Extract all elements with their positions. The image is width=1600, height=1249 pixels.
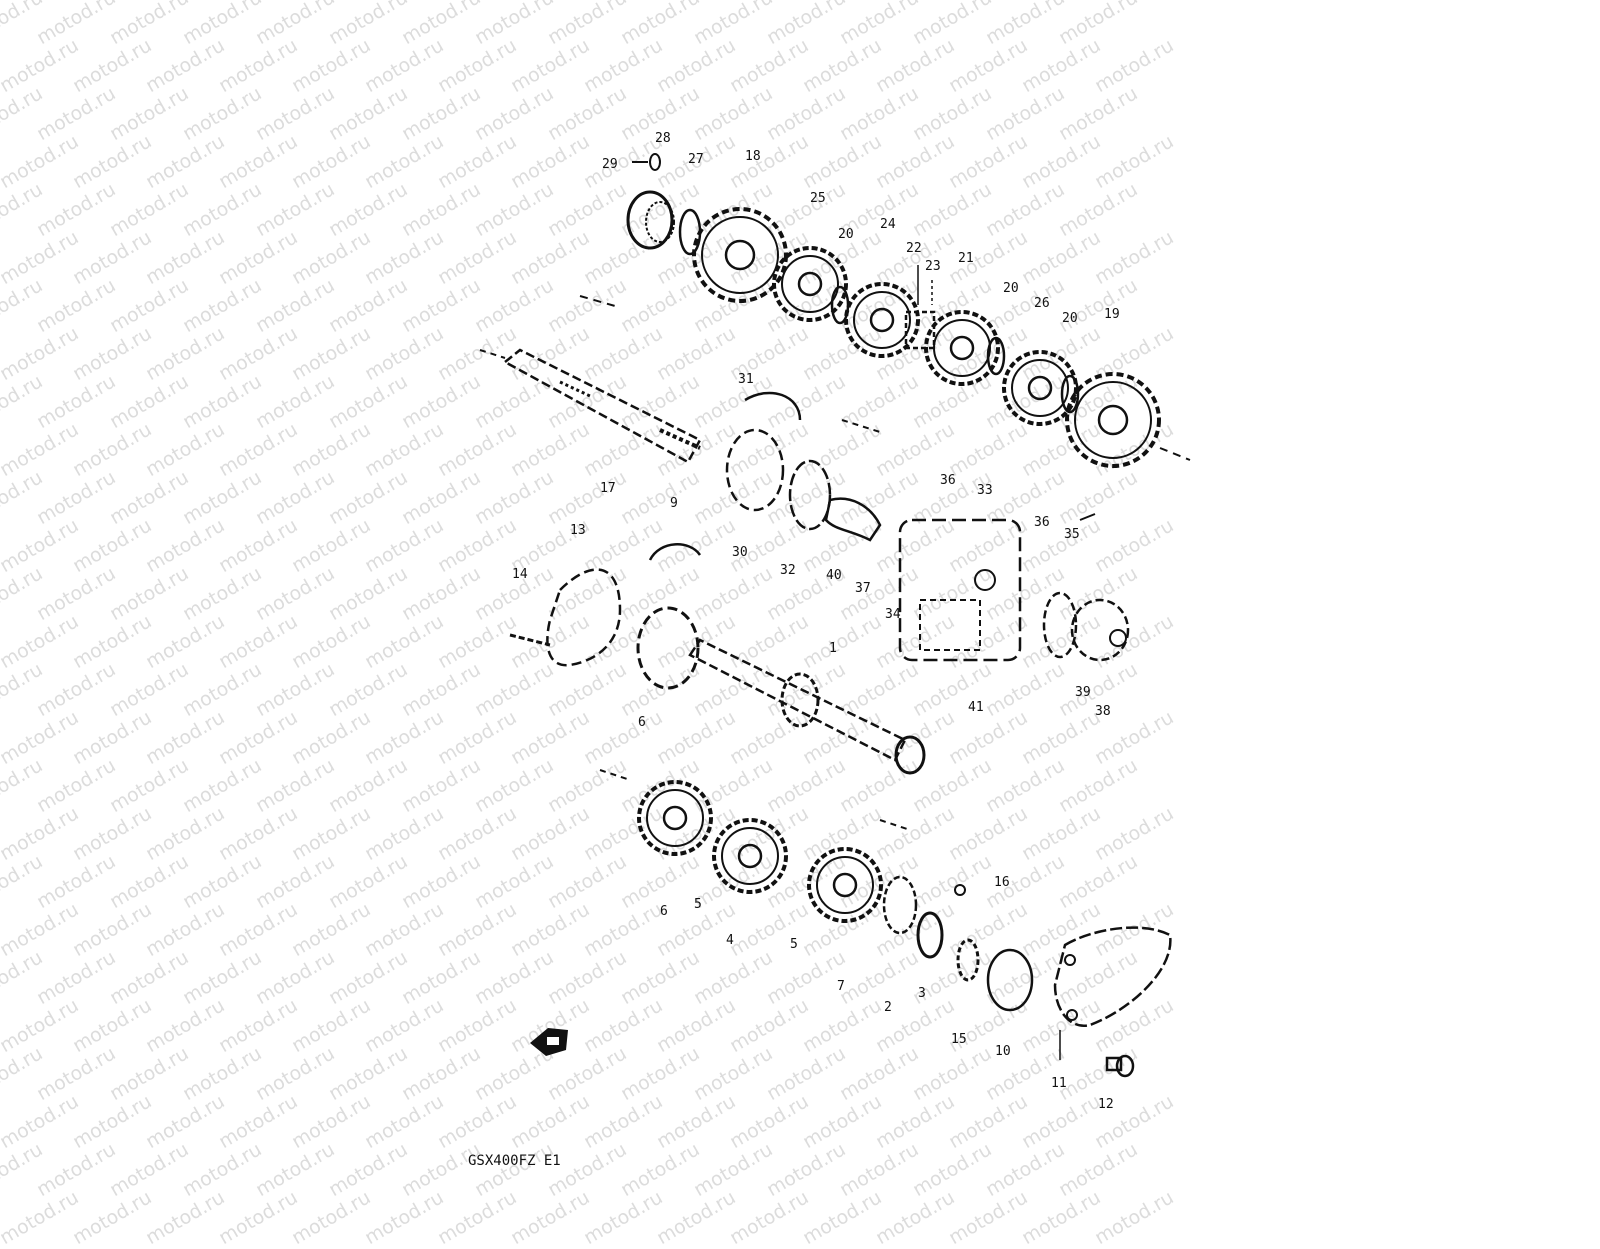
callout-35: 35 <box>1064 527 1080 542</box>
gear-26 <box>1002 350 1078 426</box>
callout-6a: 6 <box>638 715 646 730</box>
gear-19 <box>1065 372 1161 468</box>
callout-15: 15 <box>951 1032 967 1047</box>
callout-36b: 36 <box>1034 515 1050 530</box>
callout-34: 34 <box>885 607 901 622</box>
driveshaft-1 <box>600 608 924 780</box>
transmission-exploded-diagram: 28 29 27 18 25 24 20 22 23 21 20 26 20 1… <box>468 131 1600 1169</box>
bolt-12 <box>1105 1056 1133 1076</box>
callout-14: 14 <box>512 567 528 582</box>
callout-36a: 36 <box>940 473 956 488</box>
countershaft-gear-stack <box>580 154 1190 468</box>
callout-5b: 5 <box>790 937 798 952</box>
callout-25: 25 <box>810 191 826 206</box>
front-arrow-icon <box>530 1028 568 1056</box>
callout-16: 16 <box>994 875 1010 890</box>
callout-20a: 20 <box>838 227 854 242</box>
gear-6 <box>637 780 713 856</box>
callout-11: 11 <box>1051 1076 1067 1091</box>
driveshaft-gear-stack <box>637 780 1032 1010</box>
collar-22-23 <box>904 265 936 350</box>
callout-10: 10 <box>995 1044 1011 1059</box>
callout-22: 22 <box>906 241 922 256</box>
gear-21 <box>924 310 1000 386</box>
washer-20b <box>1062 376 1078 412</box>
callout-28: 28 <box>655 131 671 146</box>
callout-2: 2 <box>884 1000 892 1015</box>
callout-6b: 6 <box>660 904 668 919</box>
retainer-28 <box>632 154 660 170</box>
washer-27 <box>680 210 700 254</box>
callout-1: 1 <box>829 641 837 656</box>
callout-20c: 20 <box>1062 311 1078 326</box>
callout-30: 30 <box>732 545 748 560</box>
callout-26: 26 <box>1034 296 1050 311</box>
shift-drum-housing <box>898 514 1128 662</box>
bracket-11 <box>1055 928 1170 1060</box>
callout-3: 3 <box>918 986 926 1001</box>
callout-4: 4 <box>726 933 734 948</box>
model-code-label: GSX400FZ E1 <box>468 1153 561 1169</box>
callout-19: 19 <box>1104 307 1120 322</box>
bearing-29 <box>628 192 674 248</box>
callout-20b: 20 <box>1003 281 1019 296</box>
callout-40: 40 <box>826 568 842 583</box>
callout-29: 29 <box>602 157 618 172</box>
callout-5a: 5 <box>694 897 702 912</box>
callout-7: 7 <box>837 979 845 994</box>
callout-23: 23 <box>925 259 941 274</box>
callout-12: 12 <box>1098 1097 1114 1112</box>
callout-17: 17 <box>600 481 616 496</box>
callout-18: 18 <box>745 149 761 164</box>
callout-39: 39 <box>1075 685 1091 700</box>
callout-24: 24 <box>880 217 896 232</box>
callout-37: 37 <box>855 581 871 596</box>
callout-9: 9 <box>670 496 678 511</box>
callout-41: 41 <box>968 700 984 715</box>
gear-7 <box>807 847 883 923</box>
callout-21: 21 <box>958 251 974 266</box>
callout-31: 31 <box>738 372 754 387</box>
cover-13-14 <box>510 570 620 666</box>
callout-33: 33 <box>977 483 993 498</box>
callout-32: 32 <box>780 563 796 578</box>
callout-27: 27 <box>688 152 704 167</box>
shaft-17 <box>480 350 700 462</box>
gear-4 <box>712 818 788 894</box>
shift-parts-cluster <box>650 393 880 560</box>
callout-labels: 28 29 27 18 25 24 20 22 23 21 20 26 20 1… <box>512 131 1120 1112</box>
callout-13: 13 <box>570 523 586 538</box>
washer-20 <box>988 338 1004 374</box>
callout-38: 38 <box>1095 704 1111 719</box>
